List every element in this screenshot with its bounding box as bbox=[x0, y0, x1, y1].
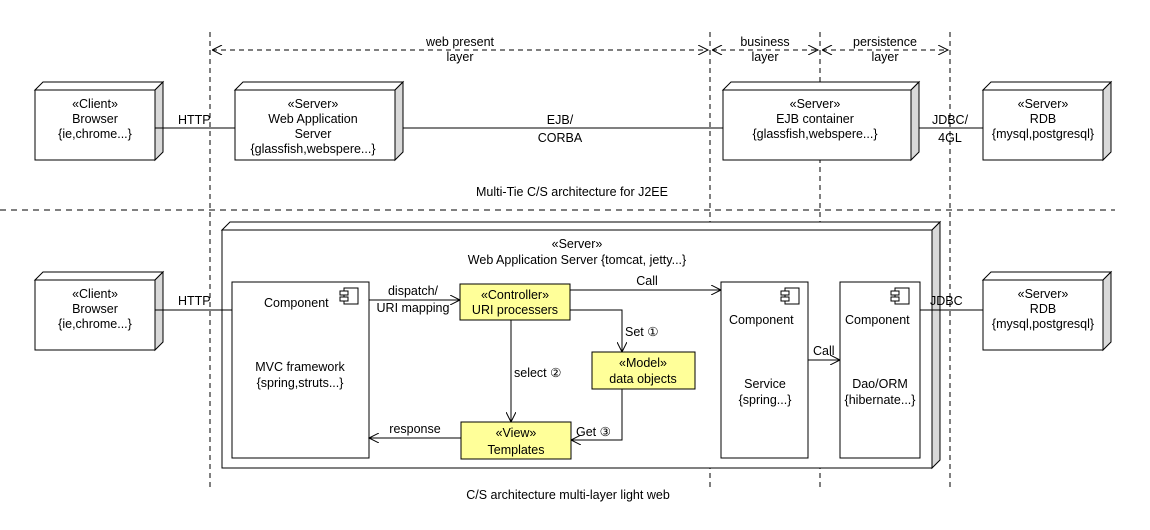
response-label: response bbox=[389, 422, 440, 436]
top-rdb-examples: {mysql,postgresql} bbox=[992, 127, 1094, 141]
bottom-client-name: Browser bbox=[72, 302, 118, 316]
top-rdb-stereotype: «Server» bbox=[1018, 97, 1069, 111]
top-ejb-stereotype: «Server» bbox=[790, 97, 841, 111]
component-icon bbox=[339, 287, 359, 305]
service-component-label: Component bbox=[729, 313, 794, 327]
top-web-server-name-2: Server bbox=[295, 127, 332, 141]
layer-labels: web present layer business layer persist… bbox=[425, 35, 917, 64]
top-http-label: HTTP bbox=[178, 113, 211, 127]
model-name: data objects bbox=[609, 372, 676, 386]
model-box: «Model» data objects bbox=[591, 351, 696, 390]
business-label-1: business bbox=[740, 35, 789, 49]
controller-stereotype: «Controller» bbox=[481, 288, 549, 302]
get-label: Get ③ bbox=[576, 425, 611, 439]
set-label: Set ① bbox=[625, 325, 658, 339]
set-arrow bbox=[570, 309, 622, 352]
web-present-label-1: web present bbox=[425, 35, 495, 49]
bottom-rdb-name: RDB bbox=[1030, 302, 1056, 316]
top-jdbc-label-2: 4GL bbox=[938, 131, 962, 145]
view-stereotype: «View» bbox=[496, 426, 537, 440]
top-client-node: «Client» Browser {ie,chrome...} bbox=[33, 80, 165, 162]
dao-examples: {hibernate...} bbox=[845, 393, 916, 407]
top-rdb-node: «Server» RDB {mysql,postgresql} bbox=[981, 80, 1113, 162]
model-stereotype: «Model» bbox=[619, 356, 667, 370]
bottom-server-stereotype: «Server» bbox=[552, 237, 603, 251]
bottom-rdb-node: «Server» RDB {mysql,postgresql} bbox=[981, 270, 1113, 352]
dao-name: Dao/ORM bbox=[852, 377, 908, 391]
dao-component-label: Component bbox=[845, 313, 910, 327]
view-name: Templates bbox=[488, 443, 545, 457]
persistence-label-1: persistence bbox=[853, 35, 917, 49]
top-jdbc-label-1: JDBC/ bbox=[932, 113, 969, 127]
service-name: Service bbox=[744, 377, 786, 391]
top-ejb-label-2: CORBA bbox=[538, 131, 583, 145]
web-present-label-2: layer bbox=[446, 50, 473, 64]
mvc-component: Component MVC framework {spring,struts..… bbox=[231, 281, 370, 459]
top-caption: Multi-Tie C/S architecture for J2EE bbox=[476, 185, 668, 199]
mvc-examples: {spring,struts...} bbox=[257, 376, 344, 390]
bottom-server-name: Web Application Server {tomcat, jetty...… bbox=[468, 253, 686, 267]
bottom-rdb-examples: {mysql,postgresql} bbox=[992, 317, 1094, 331]
top-web-server-stereotype: «Server» bbox=[288, 97, 339, 111]
dao-component: Component Dao/ORM {hibernate...} bbox=[839, 281, 921, 459]
persistence-label-2: layer bbox=[871, 50, 898, 64]
top-ejb-name: EJB container bbox=[776, 112, 854, 126]
bottom-jdbc-label: JDBC bbox=[930, 294, 963, 308]
service-examples: {spring...} bbox=[739, 393, 792, 407]
controller-name: URI processers bbox=[472, 303, 558, 317]
top-client-examples: {ie,chrome...} bbox=[58, 127, 132, 141]
dispatch-label-2: URI mapping bbox=[377, 301, 450, 315]
component-icon bbox=[780, 287, 800, 305]
dispatch-label-1: dispatch/ bbox=[388, 284, 439, 298]
top-ejb-label-1: EJB/ bbox=[547, 113, 574, 127]
mvc-name: MVC framework bbox=[255, 360, 345, 374]
top-client-name: Browser bbox=[72, 112, 118, 126]
top-web-server-examples: {glassfish,webspere...} bbox=[250, 142, 375, 156]
bottom-client-stereotype: «Client» bbox=[72, 287, 118, 301]
view-box: «View» Templates bbox=[460, 421, 572, 460]
top-client-stereotype: «Client» bbox=[72, 97, 118, 111]
top-web-server-name-1: Web Application bbox=[268, 112, 357, 126]
top-web-server-node: «Server» Web Application Server {glassfi… bbox=[233, 80, 405, 162]
business-label-2: layer bbox=[751, 50, 778, 64]
bottom-client-node: «Client» Browser {ie,chrome...} bbox=[33, 270, 165, 352]
top-rdb-name: RDB bbox=[1030, 112, 1056, 126]
service-component: Component Service {spring...} bbox=[720, 281, 809, 459]
bottom-caption: C/S architecture multi-layer light web bbox=[466, 488, 670, 502]
mvc-component-label: Component bbox=[264, 296, 329, 310]
bottom-client-examples: {ie,chrome...} bbox=[58, 317, 132, 331]
call-label: Call bbox=[636, 274, 658, 288]
bottom-http-label: HTTP bbox=[178, 294, 211, 308]
call2-label: Call bbox=[813, 344, 835, 358]
top-ejb-examples: {glassfish,webspere...} bbox=[752, 127, 877, 141]
bottom-rdb-stereotype: «Server» bbox=[1018, 287, 1069, 301]
component-icon bbox=[890, 287, 910, 305]
top-ejb-node: «Server» EJB container {glassfish,webspe… bbox=[721, 80, 921, 162]
select-label: select ② bbox=[514, 366, 561, 380]
controller-box: «Controller» URI processers bbox=[459, 283, 571, 321]
get-arrow bbox=[571, 389, 623, 440]
